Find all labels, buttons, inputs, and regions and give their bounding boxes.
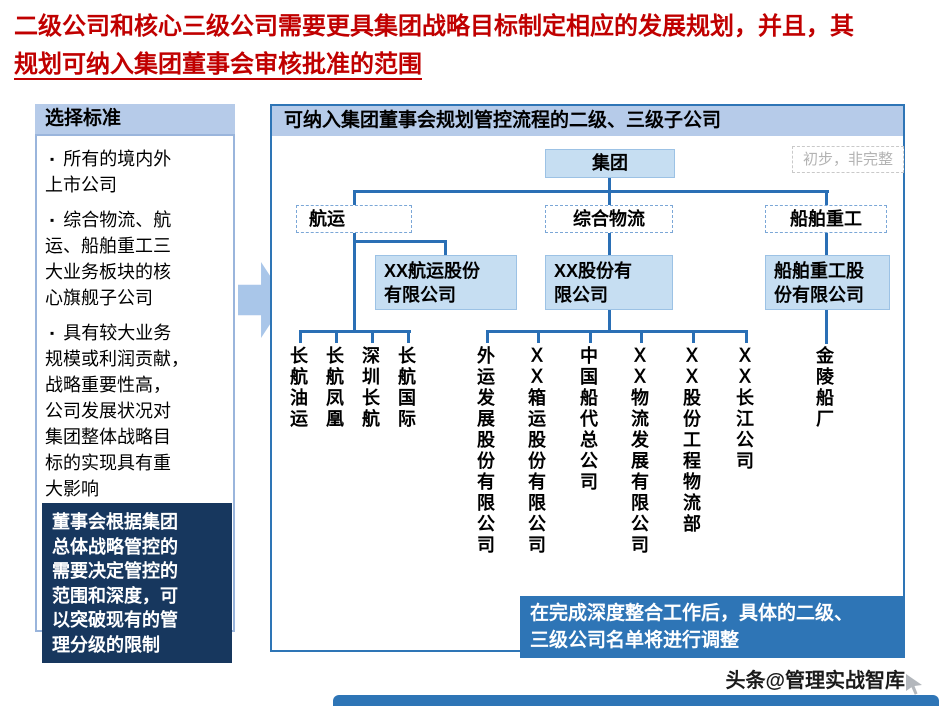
org-leaf: ＸＸ股份工程物流部 [681,346,701,535]
connector-line [353,240,447,243]
page-title-line2: 规划可纳入集团董事会审核批准的范围 [14,51,422,78]
criteria-bullet-3: ▪具有较大业务 规模或利润贡献， 战略重要性高， 公司发展状况对 集团整体战略目… [45,323,189,499]
bottom-accent-bar [333,695,939,706]
org-leaf: ＸＸ物流发展有限公司 [629,346,649,556]
criteria-bullet-2: ▪综合物流、航 运、船舶重工三 大业务板块的核 心旗舰子公司 [45,210,172,308]
bullet-icon: ▪ [50,152,55,166]
org-leaf: 深圳长航 [360,346,380,430]
connector-line [692,330,695,343]
org-leaf: ＸＸ箱运股份有限公司 [526,346,546,556]
org-leaf: 长航凤凰 [324,346,344,430]
org-root-box: 集团 [545,149,675,178]
org-leaf: 金陵船厂 [814,346,834,430]
page-title: 二级公司和核心三级公司需要更具集团战略目标制定相应的发展规划，并且，其 规划可纳… [14,8,926,84]
org-branch-shipbuilding-box: 船舶重工 [765,205,887,233]
org-company-shipbuilding-box: 船舶重工股 份有限公司 [765,255,890,310]
org-leaf: 中国船代总公司 [578,346,598,493]
board-control-note: 董事会根据集团 总体战略管控的 需要决定管控的 范围和深度，可 以突破现有的管 … [42,503,232,663]
connector-line [608,310,611,333]
connector-line [371,330,374,343]
connector-line [335,330,338,343]
connector-line [825,310,828,344]
connector-line [608,177,611,192]
selection-criteria-header: 选择标准 [35,104,235,134]
criteria-bullet-1: ▪所有的境内外 上市公司 [45,149,172,195]
connector-line [589,330,592,343]
adjustment-footnote: 在完成深度整合工作后，具体的二级、 三级公司名单将进行调整 [520,596,905,658]
org-company-logistics-box: XX股份有 限公司 [545,255,673,310]
connector-line [353,190,829,193]
org-leaf: 外运发展股份有限公司 [475,346,495,556]
connector-line [486,330,489,343]
connector-line [486,330,748,333]
org-leaf: ＸＸ长江公司 [734,346,754,472]
org-branch-logistics-box: 综合物流 [545,205,673,233]
page-title-line1: 二级公司和核心三级公司需要更具集团战略目标制定相应的发展规划，并且，其 [14,13,854,40]
connector-line [825,233,828,255]
bullet-icon: ▪ [50,326,55,340]
connector-line [537,330,540,343]
connector-line [407,330,410,343]
connector-line [299,330,302,343]
draft-watermark: 初步，非完整 [792,146,904,173]
org-branch-shipping-box: 航运 [296,205,412,233]
connector-line [640,330,643,343]
org-leaf: 长航国际 [396,346,416,430]
connector-line [825,190,828,205]
org-company-shipping-box: XX航运股份 有限公司 [375,255,517,310]
org-chart-panel: 可纳入集团董事会规划管控流程的二级、三级子公司 初步，非完整 集团 航运 综合物… [270,104,905,658]
connector-line [608,233,611,255]
connector-line [353,233,356,333]
connector-line [353,190,356,205]
bullet-icon: ▪ [50,213,55,227]
connector-line [299,330,411,333]
org-chart-header: 可纳入集团董事会规划管控流程的二级、三级子公司 [272,106,903,136]
connector-line [608,190,611,205]
cursor-icon [906,674,922,695]
org-leaf: 长航油运 [288,346,308,430]
connector-line [444,240,447,255]
footer-credit: 头条@管理实战智库 [725,670,905,692]
connector-line [745,330,748,343]
